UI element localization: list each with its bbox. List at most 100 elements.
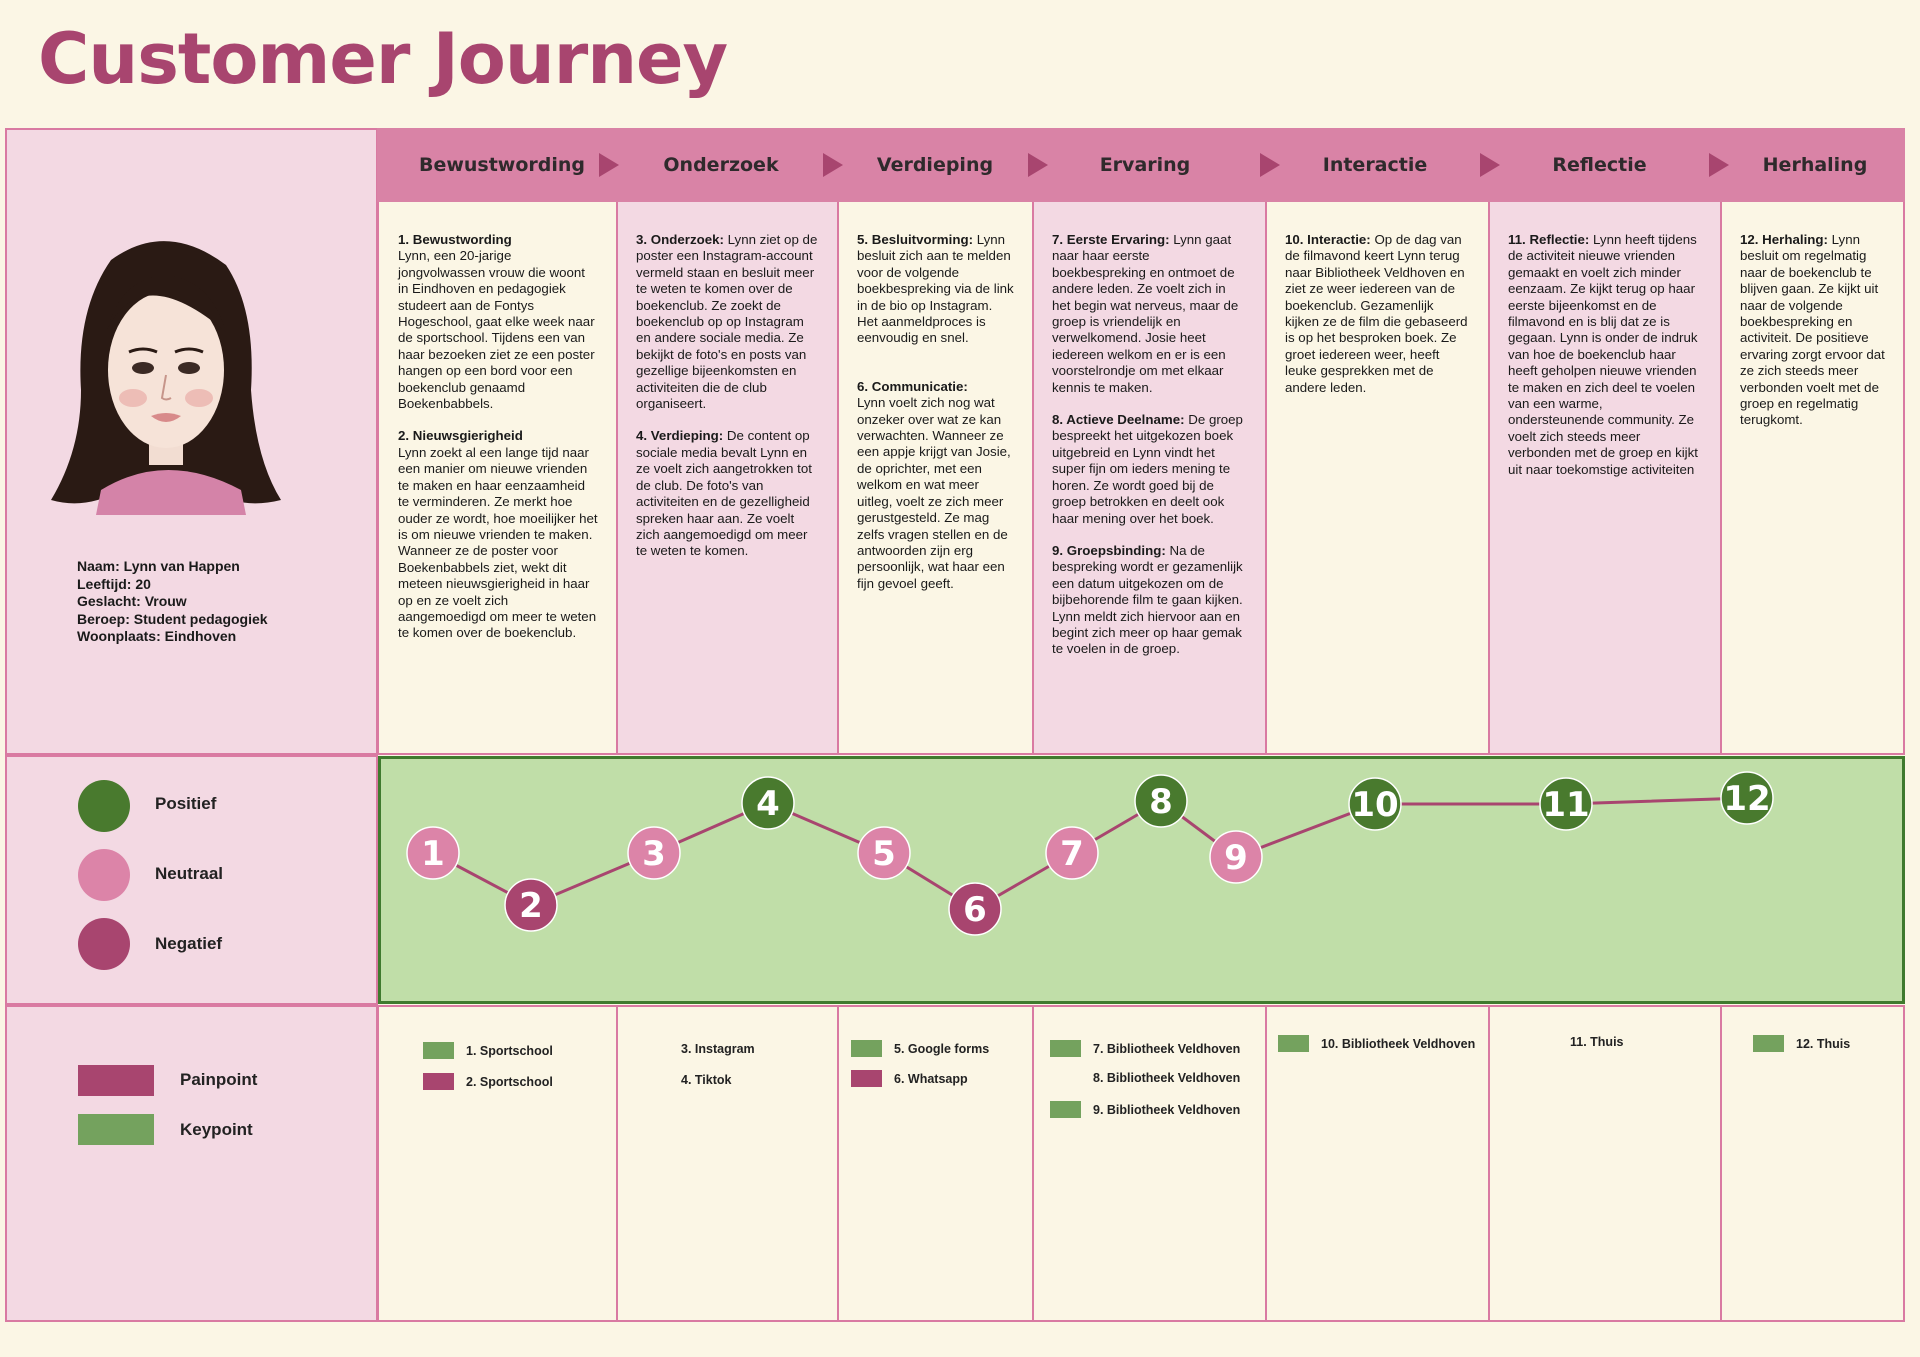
- emotion-dot: [406, 826, 460, 880]
- touchpoint-item: 5. Google forms: [851, 1040, 989, 1057]
- legend-negatief-dot: [78, 918, 130, 970]
- persona-name: Naam: Lynn van Happen: [77, 558, 240, 574]
- emotion-dot: [1539, 777, 1593, 831]
- legend-keypoint-swatch: [78, 1114, 154, 1145]
- emotion-point-1: 1: [406, 826, 460, 880]
- touchpoint-item: 1. Sportschool: [423, 1042, 553, 1059]
- stage-onderzoek: Onderzoek: [663, 154, 779, 176]
- legend-neutraal-dot: [78, 849, 130, 901]
- legend-positief-label: Positief: [155, 794, 217, 813]
- touchpoint-column-4: [1032, 1005, 1267, 1322]
- legend-negatief-label: Negatief: [155, 934, 223, 953]
- touchpoint-column-3: [837, 1005, 1034, 1322]
- emotion-point-8: 8: [1134, 774, 1188, 828]
- stage-arrow-icon: [1260, 153, 1280, 177]
- touchpoint-item: 9. Bibliotheek Veldhoven: [1050, 1101, 1240, 1118]
- stage-arrow-icon: [599, 153, 619, 177]
- column-4: [1032, 128, 1267, 755]
- touchpoint-item: 7. Bibliotheek Veldhoven: [1050, 1040, 1240, 1057]
- step-5-text: 5. Besluitvorming: Lynn besluit zich aan…: [857, 232, 1014, 346]
- emotion-point-2: 2: [504, 878, 558, 932]
- column-2: [616, 128, 839, 755]
- stage-herhaling: Herhaling: [1762, 154, 1868, 176]
- touchpoint-item: 12. Thuis: [1753, 1035, 1850, 1052]
- keypoint-swatch: [1753, 1035, 1784, 1052]
- emotion-point-label: 8: [1149, 782, 1173, 822]
- stage-arrow-icon: [1028, 153, 1048, 177]
- touchpoint-legend-panel: [5, 1005, 378, 1322]
- touchpoint-column-6: [1488, 1005, 1722, 1322]
- stage-arrow-icon: [1709, 153, 1729, 177]
- touchpoint-column-7: [1720, 1005, 1905, 1322]
- emotion-point-10: 10: [1348, 777, 1402, 831]
- stage-interactie: Interactie: [1322, 154, 1428, 176]
- painpoint-swatch: [851, 1070, 882, 1087]
- emotion-point-12: 12: [1720, 771, 1774, 825]
- emotion-dot: [857, 826, 911, 880]
- stage-ervaring: Ervaring: [1099, 154, 1191, 176]
- step-6-text: 6. Communicatie:Lynn voelt zich nog wat …: [857, 378, 1011, 591]
- touchpoint-column-5: [1265, 1005, 1490, 1322]
- emotion-point-4: 4: [741, 776, 795, 830]
- persona-gender: Geslacht: Vrouw: [77, 593, 187, 610]
- emotion-dot: [1134, 774, 1188, 828]
- emotion-point-label: 10: [1351, 785, 1398, 825]
- step-3-text: 3. Onderzoek: Lynn ziet op de poster een…: [636, 232, 818, 412]
- emotion-point-label: 6: [963, 890, 987, 930]
- description-column-3: 5. Besluitvorming: Lynn besluit zich aan…: [837, 218, 1034, 608]
- description-column-4: 7. Eerste Ervaring: Lynn gaat naar haar …: [1032, 218, 1267, 674]
- emotion-point-label: 2: [519, 886, 543, 926]
- stage-arrow-icon: [823, 153, 843, 177]
- touchpoint-item: 3. Instagram: [681, 1042, 755, 1056]
- touchpoint-item: 4. Tiktok: [681, 1073, 732, 1087]
- stage-arrow-icon: [1480, 153, 1500, 177]
- legend-painpoint-label: Painpoint: [180, 1070, 258, 1089]
- persona-age: Leeftijd: 20: [77, 575, 151, 592]
- emotion-point-label: 12: [1723, 779, 1770, 819]
- emotion-point-9: 9: [1209, 830, 1263, 884]
- step-9-text: 9. Groepsbinding: Na de bespreking wordt…: [1052, 542, 1243, 657]
- emotion-dot: [1348, 777, 1402, 831]
- emotion-point-label: 1: [421, 834, 445, 874]
- emotion-point-label: 11: [1542, 785, 1589, 825]
- page-title: Customer Journey: [38, 18, 728, 100]
- step-8-text: 8. Actieve Deelname: De groep bespreekt …: [1052, 412, 1243, 526]
- touchpoint-item: 11. Thuis: [1570, 1035, 1624, 1049]
- column-1: [377, 128, 618, 755]
- step-7-text: 7. Eerste Ervaring: Lynn gaat naar haar …: [1052, 232, 1239, 395]
- emotion-dot: [504, 878, 558, 932]
- journey-board: Bewustwording Onderzoek Verdieping Ervar…: [5, 128, 1905, 1322]
- keypoint-swatch: [1278, 1035, 1309, 1052]
- description-column-7: 12. Herhaling: Lynn besluit om regelmati…: [1720, 218, 1905, 445]
- description-column-6: 11. Reflectie: Lynn heeft tijdens de act…: [1488, 218, 1722, 494]
- step-12-text: 12. Herhaling: Lynn besluit om regelmati…: [1740, 232, 1885, 428]
- emotion-point-7: 7: [1045, 826, 1099, 880]
- description-column-2: 3. Onderzoek: Lynn ziet op de poster een…: [616, 218, 839, 576]
- column-7: [1720, 128, 1905, 755]
- keypoint-swatch: [1050, 1101, 1081, 1118]
- emotion-point-11: 11: [1539, 777, 1593, 831]
- touchpoint-column-1: [377, 1005, 618, 1322]
- emotion-dot: [1209, 830, 1263, 884]
- emotion-point-5: 5: [857, 826, 911, 880]
- legend-painpoint-swatch: [78, 1065, 154, 1096]
- persona-occupation: Beroep: Student pedagogiek: [77, 610, 268, 627]
- emotion-point-6: 6: [948, 882, 1002, 936]
- keypoint-swatch: [851, 1040, 882, 1057]
- step-10-text: 10. Interactie: Op de dag van de filmavo…: [1285, 232, 1468, 395]
- emotion-point-label: 3: [642, 834, 666, 874]
- keypoint-swatch: [423, 1042, 454, 1059]
- column-6: [1488, 128, 1722, 755]
- description-column-5: 10. Interactie: Op de dag van de filmavo…: [1265, 218, 1490, 412]
- touchpoint-item: 8. Bibliotheek Veldhoven: [1093, 1071, 1241, 1085]
- touchpoint-item: 2. Sportschool: [423, 1073, 553, 1090]
- step-11-text: 11. Reflectie: Lynn heeft tijdens de act…: [1508, 232, 1698, 477]
- stage-verdieping: Verdieping: [876, 154, 994, 176]
- legend-neutraal-label: Neutraal: [155, 864, 224, 883]
- emotion-dot: [1720, 771, 1774, 825]
